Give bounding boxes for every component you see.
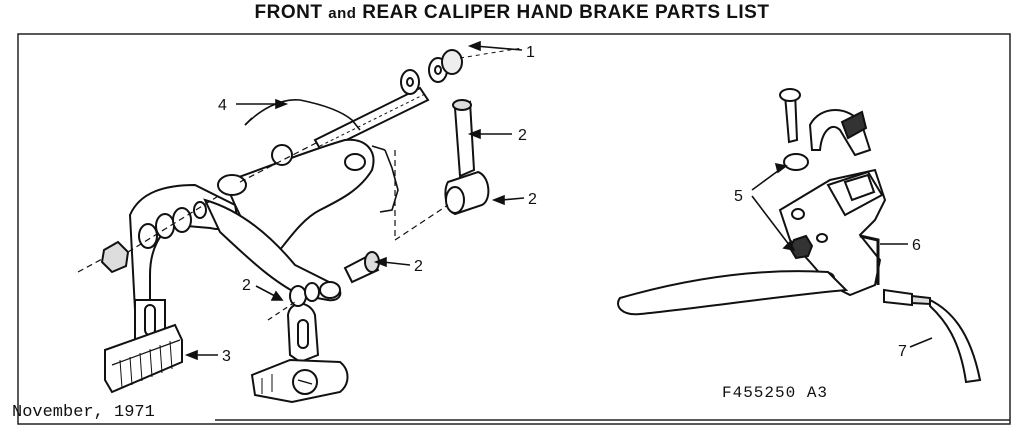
- diagram-frame: [17, 33, 1011, 425]
- callout-5: 5: [734, 188, 743, 205]
- callout-4: 4: [218, 97, 227, 114]
- callout-2-lower: 2: [242, 277, 251, 294]
- callout-2-screw: 2: [414, 258, 423, 275]
- page-title: FRONT and REAR CALIPER HAND BRAKE PARTS …: [0, 2, 1024, 24]
- callout-leaders: [184, 40, 933, 361]
- callout-2-nut: 2: [528, 191, 537, 208]
- title-rest: REAR CALIPER HAND BRAKE PARTS LIST: [362, 2, 770, 23]
- callout-1: 1: [526, 44, 535, 61]
- caliper-assembly: [77, 47, 523, 404]
- part-number-code: F455250 A3: [722, 384, 829, 402]
- callout-7: 7: [898, 343, 907, 360]
- brake-lever-assembly: [617, 88, 982, 384]
- callout-2-barrel: 2: [518, 127, 527, 144]
- callout-3: 3: [222, 348, 231, 365]
- title-and: and: [328, 5, 357, 22]
- callout-6: 6: [912, 237, 921, 254]
- title-front: FRONT: [254, 2, 323, 23]
- footer-date: November, 1971: [12, 403, 155, 422]
